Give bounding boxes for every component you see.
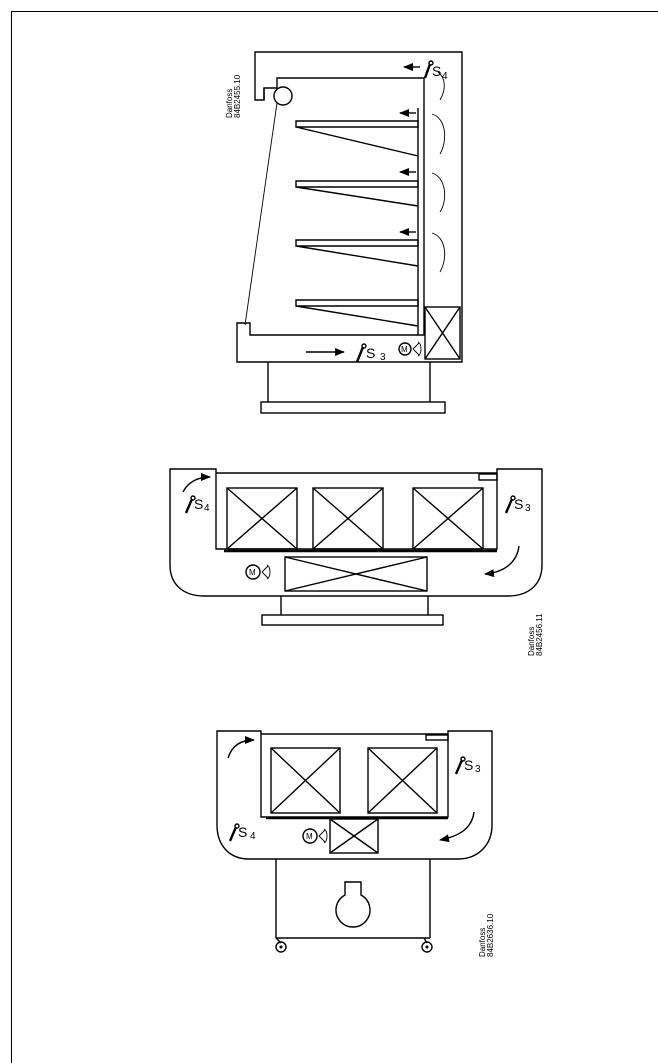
product-boxes: [226, 487, 484, 550]
sensor-s4: S 4: [423, 60, 448, 82]
diagram-3-code: 84B2636.10: [486, 913, 495, 957]
airflow-arrows: [227, 736, 475, 843]
diagram-2-code: 84B2456.11: [535, 613, 544, 656]
svg-text:S: S: [464, 757, 473, 773]
multideck-cabinet-diagram: S 4 S 3 M Danfoss 84B2455.10: [225, 51, 463, 414]
diagram-3-brand: Danfoss: [478, 928, 487, 957]
svg-text:S: S: [432, 63, 441, 79]
page-border: [11, 11, 658, 1063]
svg-text:S: S: [514, 496, 523, 512]
svg-text:3: 3: [380, 352, 386, 363]
sensor-s4: S 4: [184, 495, 210, 514]
airflow-arrows: [306, 63, 446, 356]
diagram-1-brand: Danfoss: [225, 89, 234, 118]
svg-text:M: M: [249, 568, 256, 577]
svg-text:S: S: [194, 496, 203, 512]
diagram-2-brand: Danfoss: [527, 627, 536, 656]
product-boxes: [270, 747, 438, 814]
rail-cap: [478, 473, 498, 481]
svg-text:4: 4: [204, 503, 210, 514]
tub-outline: [216, 730, 493, 860]
diagram-1-code: 84B2455.10: [233, 74, 242, 118]
access-hatch: [335, 881, 371, 928]
svg-text:3: 3: [475, 764, 481, 775]
fan-motor: M: [302, 828, 328, 844]
shelves: [295, 120, 419, 327]
fan-motor: M: [245, 564, 271, 580]
evaporator-coil: [424, 306, 461, 360]
night-curtain: [244, 102, 278, 326]
svg-text:S: S: [238, 824, 247, 840]
caster-left: [275, 937, 287, 953]
caster-right: [421, 937, 433, 953]
cabinet-outline: [236, 51, 463, 363]
svg-text:M: M: [401, 345, 408, 354]
tub-outline: [169, 468, 543, 597]
svg-text:S: S: [366, 345, 375, 361]
sensor-s3: S 3: [504, 495, 531, 514]
rail-cap: [425, 734, 449, 741]
svg-text:4: 4: [250, 831, 256, 842]
airflow-arrows: [182, 473, 520, 578]
night-blind-roller: [273, 86, 293, 106]
mobile-island-diagram: M S 3 S 4: [216, 730, 495, 957]
island-cabinet-diagram: M S 4 S 3 Danfoss 84B2456.11: [169, 468, 544, 656]
cabinet-base: [261, 596, 444, 626]
sensor-s3: S 3: [355, 343, 386, 363]
svg-text:3: 3: [525, 503, 531, 514]
fan-motor: M: [398, 341, 422, 357]
svg-text:4: 4: [442, 71, 448, 82]
evaporator-coil: [329, 818, 379, 854]
sensor-s4: S 4: [228, 823, 256, 842]
cabinet-stand: [275, 859, 433, 953]
svg-text:M: M: [306, 832, 313, 841]
evaporator-coil: [284, 556, 428, 592]
cabinet-base: [260, 362, 446, 414]
sensor-s3: S 3: [454, 756, 481, 775]
